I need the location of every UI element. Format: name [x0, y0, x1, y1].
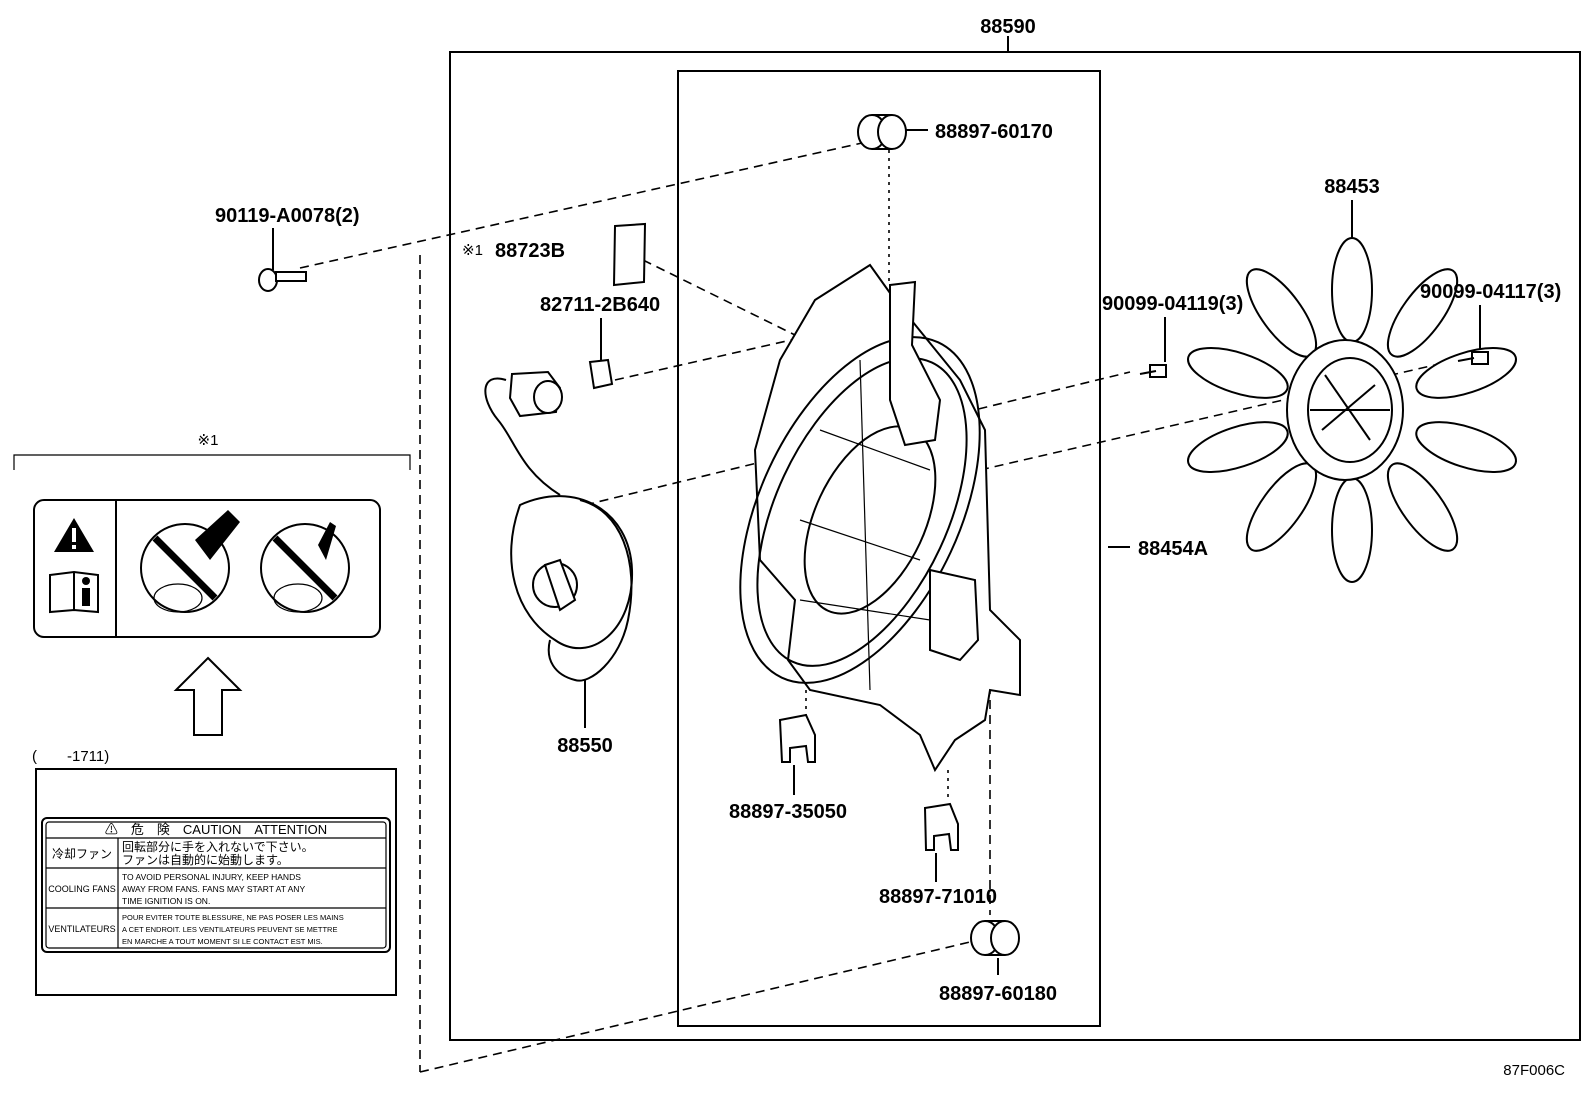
- fan-motor: 88550: [484, 370, 634, 757]
- old-caution-label: ( -1711) ⚠ 危 険 CAUTION ATTENTION 冷却ファン 回…: [32, 748, 397, 996]
- fan-shroud: 88454A: [739, 263, 1208, 773]
- row-jp-line-2: ファンは自動的に始動します。: [122, 852, 289, 867]
- date-range: ( -1711): [32, 748, 109, 765]
- row-fr-line-1: POUR EVITER TOUTE BLESSURE, NE PAS POSER…: [122, 913, 344, 922]
- note-mark: ※1: [198, 432, 219, 449]
- nut-right: 90099-04117(3): [1420, 281, 1561, 365]
- grommet-top: 88897-60170: [857, 114, 1053, 150]
- row-en-line-3: TIME IGNITION IS ON.: [122, 896, 210, 906]
- label-88897-71010: 88897-71010: [879, 886, 997, 908]
- assembly-outline: 88590: [449, 16, 1581, 1041]
- label-88454A: 88454A: [1138, 538, 1208, 560]
- caution-plate: ※1 88723B: [462, 222, 647, 287]
- warning-triangle-icon: [54, 518, 94, 552]
- note-1-section: ※1: [13, 432, 411, 736]
- nut-left: 90099-04119(3): [1102, 293, 1243, 378]
- label-88897-35050: 88897-35050: [729, 801, 847, 823]
- clamp-a: 88897-35050: [729, 713, 847, 823]
- row-jp-line-1: 回転部分に手を入れないで下さい。: [122, 839, 314, 854]
- label-90099-04117: 90099-04117(3): [1420, 281, 1561, 303]
- no-hands-icon: [140, 510, 240, 613]
- row-jp-lang: 冷却ファン: [52, 847, 112, 861]
- label-90099-04119: 90099-04119(3): [1102, 293, 1243, 315]
- label-88453: 88453: [1324, 176, 1380, 198]
- reference-lines: [299, 142, 1466, 1073]
- row-fr-line-2: A CET ENDROIT. LES VENTILATEURS PEUVENT …: [122, 925, 337, 934]
- row-en-line-1: TO AVOID PERSONAL INJURY, KEEP HANDS: [122, 872, 301, 882]
- label-88550: 88550: [557, 735, 613, 757]
- row-fr-lang: VENTILATEURS: [48, 924, 115, 934]
- manual-info-icon: [49, 570, 99, 614]
- note-mark-88723B: ※1: [462, 242, 483, 259]
- row-en-lang: COOLING FANS: [48, 884, 116, 894]
- arrow-up-icon: [173, 656, 243, 736]
- row-en-line-2: AWAY FROM FANS. FANS MAY START AT ANY: [122, 884, 305, 894]
- label-88590: 88590: [980, 16, 1036, 38]
- label-88723B: 88723B: [495, 240, 565, 262]
- grommet-bottom: 88897-60180: [939, 920, 1057, 1005]
- row-fr-line-3: EN MARCHE A TOUT MOMENT SI LE CONTACT ES…: [122, 937, 323, 946]
- connector-clip: 82711-2B640: [540, 294, 660, 390]
- label-90119-A0078: 90119-A0078(2): [215, 205, 360, 227]
- clamp-b: 88897-71010: [879, 802, 997, 908]
- label-88897-60180: 88897-60180: [939, 983, 1057, 1005]
- label-88897-60170: 88897-60170: [935, 121, 1053, 143]
- label-82711-2B640: 82711-2B640: [540, 294, 660, 316]
- caution-header: ⚠ 危 険 CAUTION ATTENTION: [105, 822, 327, 837]
- cooling-fan: 88453: [1187, 176, 1517, 583]
- figure-code: 87F006C: [1503, 1062, 1565, 1079]
- fan-blades: [1187, 237, 1517, 583]
- bolt: 90119-A0078(2): [215, 205, 360, 292]
- no-tools-icon: [260, 522, 350, 613]
